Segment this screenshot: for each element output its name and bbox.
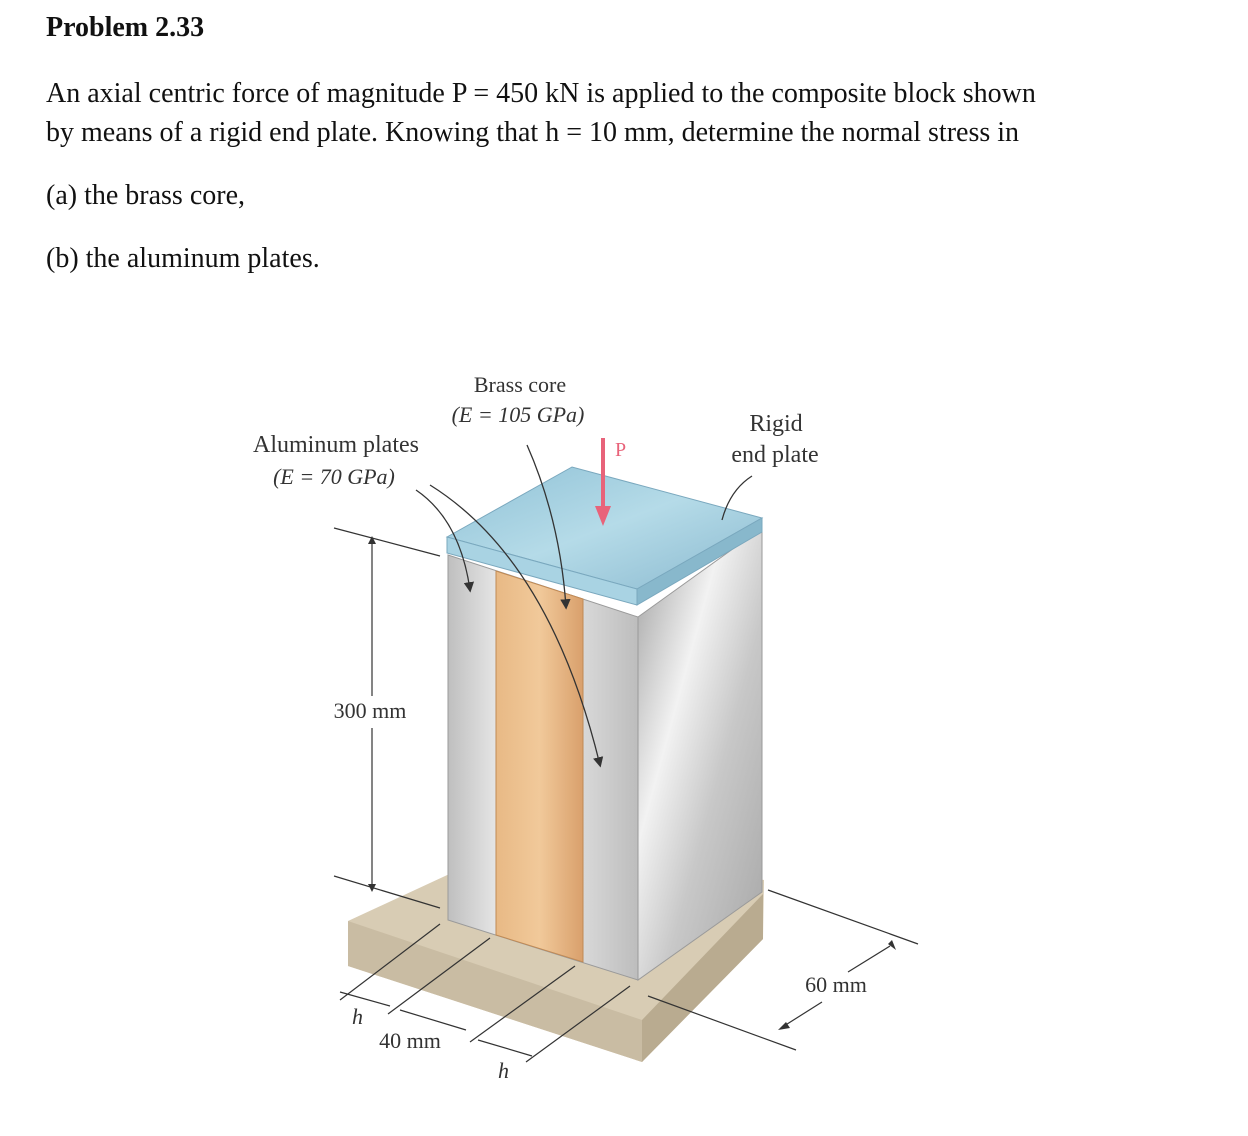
force-arrow bbox=[595, 438, 611, 526]
force-label: P bbox=[615, 439, 626, 461]
h-label-left: h bbox=[352, 1004, 363, 1029]
problem-title: Problem 2.33 bbox=[46, 12, 205, 43]
height-dimension-label: 300 mm bbox=[334, 698, 407, 723]
aluminum-label: Aluminum plates bbox=[253, 432, 419, 458]
depth-dimension-label: 60 mm bbox=[805, 972, 867, 997]
brass-core-label: Brass core bbox=[474, 372, 566, 397]
depth-dimension bbox=[647, 889, 919, 1051]
width-dimension-label: 40 mm bbox=[379, 1028, 441, 1053]
problem-statement: An axial centric force of magnitude P = … bbox=[46, 74, 1226, 152]
brass-core bbox=[495, 570, 584, 963]
brass-core-modulus: (E = 105 GPa) bbox=[452, 402, 585, 427]
h-label-right: h bbox=[498, 1058, 509, 1083]
aluminum-modulus: (E = 70 GPa) bbox=[273, 464, 395, 489]
part-a: (a) the brass core, bbox=[46, 180, 246, 211]
statement-line-1: An axial centric force of magnitude P = … bbox=[46, 78, 1036, 109]
statement-line-2: by means of a rigid end plate. Knowing t… bbox=[46, 117, 1020, 148]
composite-block-figure: P Brass core (E = 105 GPa) Aluminum plat… bbox=[253, 372, 919, 1083]
width-dimensions bbox=[339, 923, 631, 1063]
part-b: (b) the aluminum plates. bbox=[46, 243, 320, 274]
leader-lines bbox=[415, 444, 753, 768]
rigid-label: Rigid bbox=[749, 411, 802, 437]
height-dimension bbox=[333, 527, 441, 909]
rigid-end-plate bbox=[445, 466, 764, 606]
end-plate-label: end plate bbox=[731, 442, 818, 468]
